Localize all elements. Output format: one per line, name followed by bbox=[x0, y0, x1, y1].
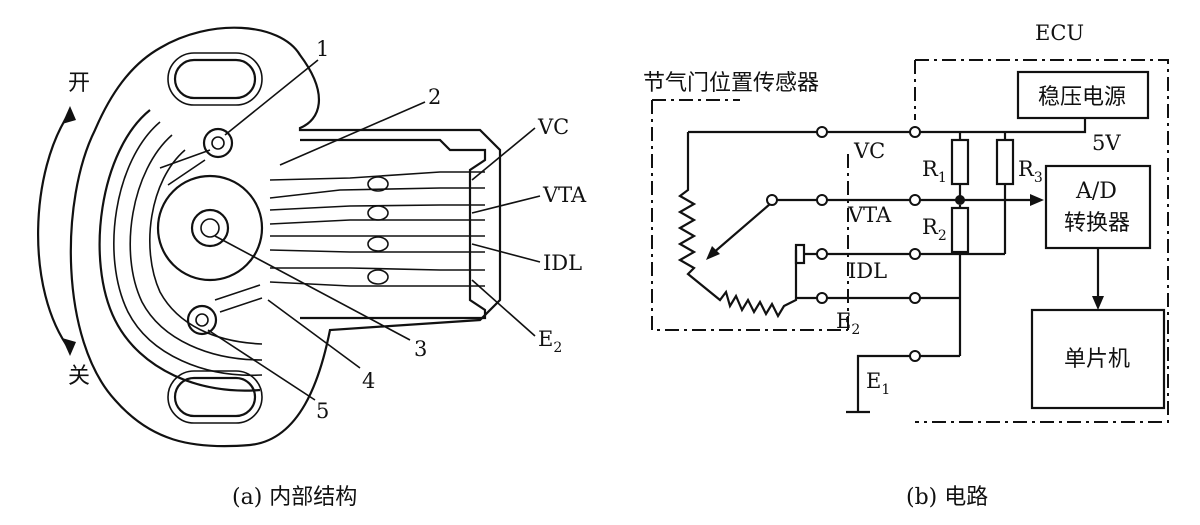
sensor-boundary bbox=[651, 100, 848, 331]
label-terminal-idl: IDL bbox=[543, 251, 582, 275]
label-r1: R1 bbox=[922, 157, 947, 186]
voltage-regulator-label: 稳压电源 bbox=[1038, 85, 1126, 110]
potentiometer-resistor bbox=[677, 132, 798, 319]
label-terminal-vta: VTA bbox=[542, 183, 587, 207]
resistor-r3 bbox=[995, 138, 1015, 186]
ecu-label: ECU bbox=[1035, 21, 1084, 45]
caption-right: (b) 电路 bbox=[906, 485, 988, 510]
sensor-circuit-diagram: 节气门位置传感器 ECU VC VTA bbox=[643, 21, 1169, 510]
lower-pin bbox=[186, 304, 218, 336]
label-part-1: 1 bbox=[316, 37, 329, 61]
idle-contact bbox=[794, 243, 806, 265]
circuit-label-e2: E2 bbox=[836, 309, 860, 338]
circuit-label-idl: IDL bbox=[848, 259, 887, 283]
label-terminal-vc: VC bbox=[537, 115, 569, 139]
sensor-housing-outline bbox=[69, 26, 502, 448]
label-r2: R2 bbox=[922, 215, 947, 244]
voltage-label: 5V bbox=[1092, 131, 1121, 155]
sensor-title: 节气门位置传感器 bbox=[643, 71, 819, 96]
circuit-label-vc: VC bbox=[853, 139, 885, 163]
throttle-shaft bbox=[156, 174, 264, 282]
sensor-internal-structure-diagram: 开 关 1 2 3 4 5 VC VTA IDL E2 (a) 内部结构 bbox=[37, 26, 587, 510]
label-open: 开 bbox=[68, 71, 90, 96]
resistor-r2 bbox=[950, 206, 970, 254]
label-terminal-e2: E2 bbox=[538, 327, 562, 356]
lower-mount-slot bbox=[173, 376, 257, 418]
resistor-r1 bbox=[950, 138, 970, 186]
voltage-regulator-box bbox=[1016, 70, 1150, 120]
upper-pin bbox=[202, 127, 234, 159]
potentiometer-wiper bbox=[711, 203, 771, 255]
microcontroller-box bbox=[1030, 308, 1166, 410]
label-part-4: 4 bbox=[362, 369, 375, 393]
label-close: 关 bbox=[68, 364, 90, 389]
label-part-2: 2 bbox=[428, 85, 441, 109]
label-part-3: 3 bbox=[414, 337, 427, 361]
label-r3: R3 bbox=[1018, 157, 1043, 186]
upper-mount-slot bbox=[173, 58, 257, 100]
label-e1: E1 bbox=[866, 369, 890, 398]
ecu-boundary bbox=[915, 59, 1169, 423]
label-part-5: 5 bbox=[316, 399, 329, 423]
adc-label-line2: 转换器 bbox=[1064, 211, 1130, 236]
rotation-arrow bbox=[37, 111, 71, 351]
microcontroller-label: 单片机 bbox=[1064, 347, 1130, 372]
adc-label-line1: A/D bbox=[1075, 179, 1117, 204]
circuit-label-vta: VTA bbox=[847, 203, 892, 227]
caption-left: (a) 内部结构 bbox=[232, 485, 357, 510]
